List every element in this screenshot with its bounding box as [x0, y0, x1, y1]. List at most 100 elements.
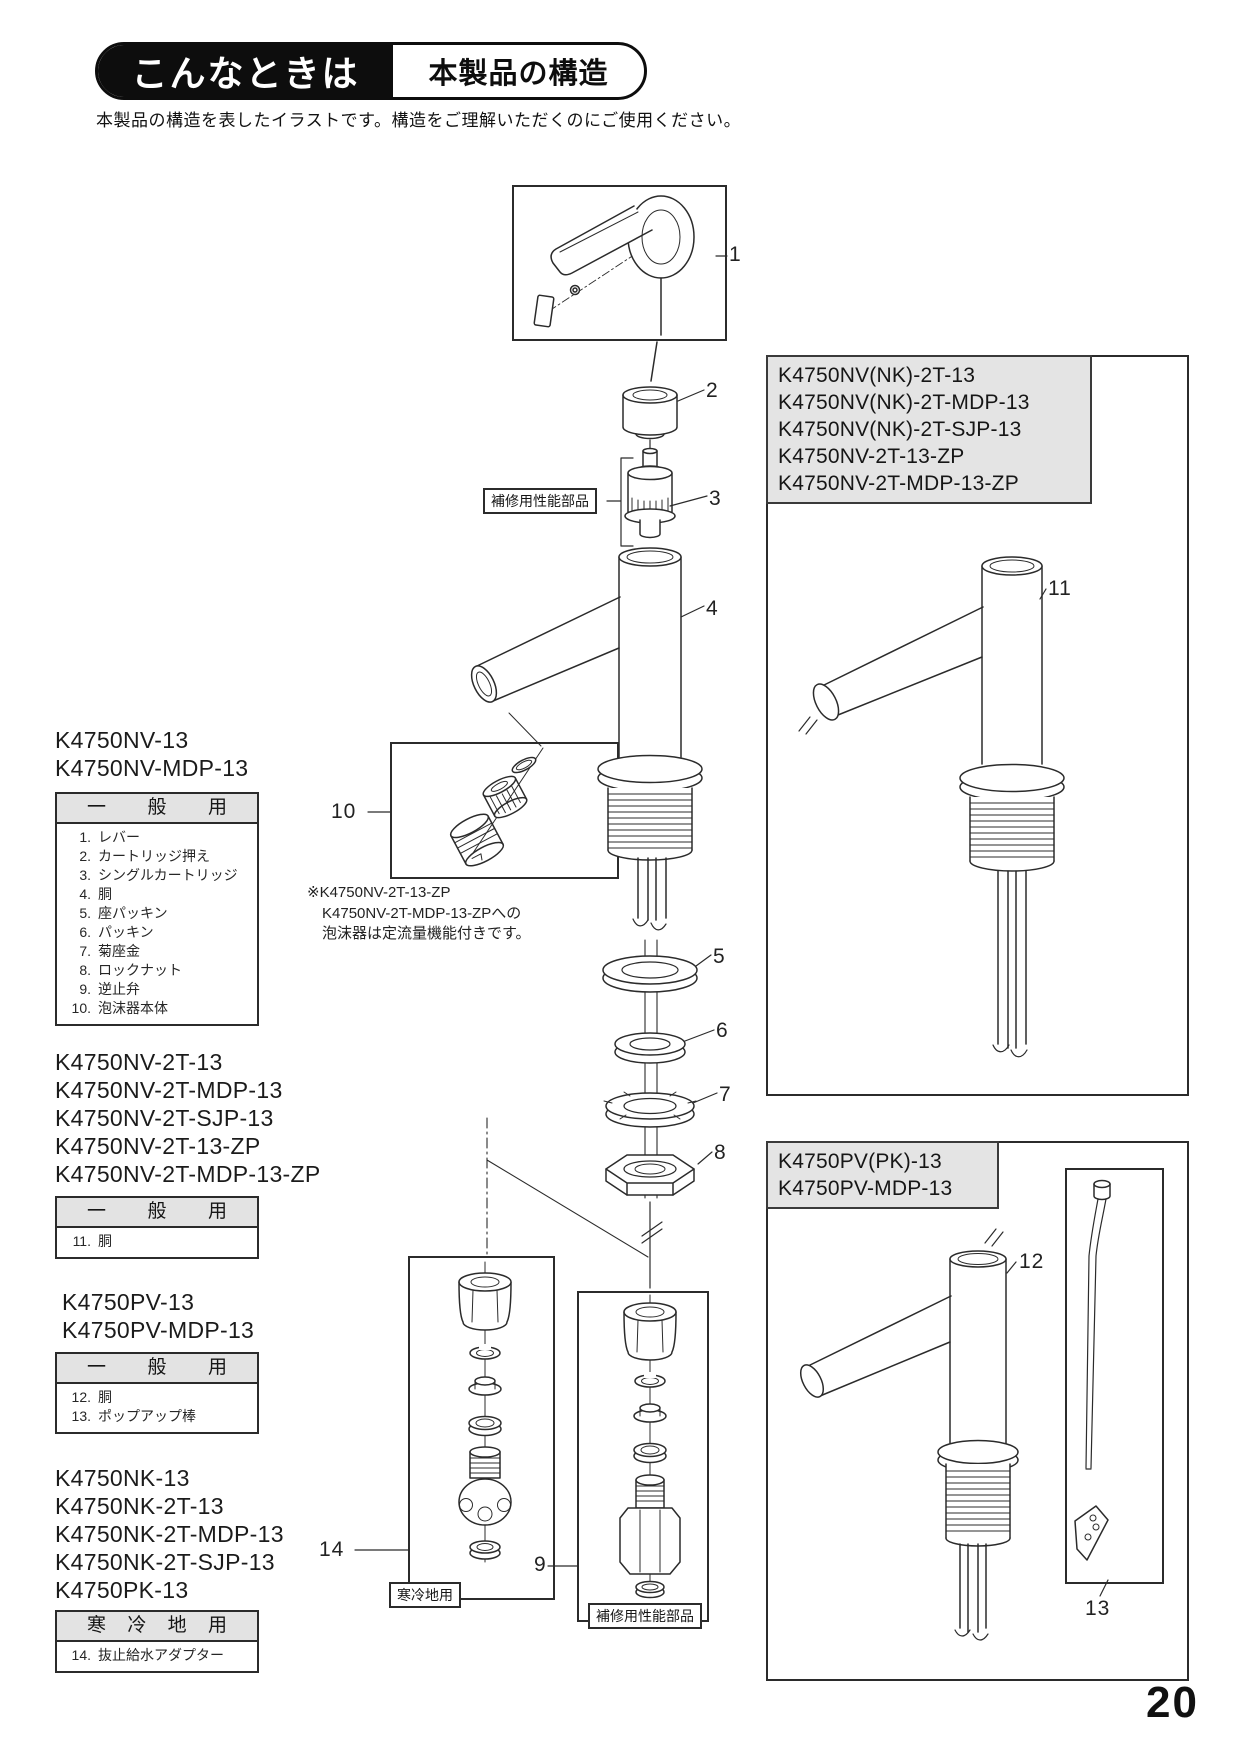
parts-table-cold: 寒冷地用 14.抜止給水アダプター [55, 1610, 259, 1673]
table-row: 12.胴 [71, 1389, 112, 1405]
model-group-nv: K4750NV-13 K4750NV-MDP-13 一般用 1.レバー 2.カー… [55, 726, 259, 1026]
part-3-cartridge-drawing [624, 447, 676, 539]
part-label-9: 9 [534, 1553, 547, 1576]
table-row: 4.胴 [79, 886, 112, 902]
model-number: K4750NV-2T-13-ZP [55, 1133, 261, 1159]
model-group-nv-2t: K4750NV-2T-13 K4750NV-2T-MDP-13 K4750NV-… [55, 1048, 320, 1259]
part-label-2: 2 [706, 379, 719, 402]
page-number: 20 [1146, 1678, 1199, 1727]
note-line: 泡沫器は定流量機能付きです。 [322, 925, 531, 942]
part-10-aerator-drawing [449, 712, 544, 867]
popup-rod-detail-box [1065, 1168, 1164, 1584]
section-header: こんなときは 本製品の構造 [95, 42, 647, 100]
part-label-10: 10 [331, 800, 357, 823]
model-number: K4750PV-13 [62, 1289, 195, 1315]
parts-table-header: 一般用 [57, 1198, 257, 1228]
part-1-lever-drawing [533, 195, 695, 382]
part-14-adapter-drawing [458, 1261, 512, 1563]
lever-detail-box [512, 185, 727, 341]
parts-table-header: 寒冷地用 [57, 1612, 257, 1642]
model-number: K4750PV-MDP-13 [62, 1317, 255, 1343]
model-heading: K4750PV-13 K4750PV-MDP-13 [62, 1288, 259, 1344]
table-row: 14.抜止給水アダプター [71, 1647, 224, 1663]
intro-text: 本製品の構造を表したイラストです。構造をご理解いただくのにご使用ください。 [96, 111, 742, 130]
model-number: K4750NV-2T-MDP-13-ZP [55, 1161, 321, 1187]
part-label-11: 11 [1048, 577, 1072, 600]
part-4-body-drawing [470, 547, 703, 931]
model-number: K4750NV(NK)-2T-SJP-13 [778, 418, 1022, 441]
table-row: 13.ポップアップ棒 [71, 1408, 196, 1424]
part-11-body-drawing [798, 479, 1065, 1058]
cold-region-label: 寒冷地用 [389, 1582, 461, 1608]
part-label-13: 13 [1085, 1597, 1111, 1620]
part-5-washer-drawing [602, 955, 698, 993]
detail-leader-diagonal [486, 1159, 649, 1258]
model-number: K4750NV-2T-13-ZP [778, 445, 965, 468]
repair-parts-label-bottom: 補修用性能部品 [588, 1603, 702, 1629]
label-leader-lines [354, 255, 1047, 1567]
part-6-washer-drawing [614, 1032, 686, 1064]
model-group-nk: K4750NK-13 K4750NK-2T-13 K4750NK-2T-MDP-… [55, 1464, 284, 1673]
table-row: 7.菊座金 [79, 943, 140, 959]
table-row: 8.ロックナット [79, 962, 182, 978]
part-2-cartridge-holder-drawing [622, 386, 678, 451]
model-number: K4750NK-2T-MDP-13 [55, 1521, 284, 1547]
model-number: K4750PK-13 [55, 1577, 189, 1603]
part-label-14: 14 [319, 1538, 345, 1561]
cold-region-parts-box [408, 1256, 555, 1600]
repair-parts-label-top: 補修用性能部品 [483, 488, 597, 514]
model-number: K4750NV-2T-13 [55, 1049, 223, 1075]
model-number: K4750NK-2T-SJP-13 [55, 1549, 275, 1575]
model-heading: K4750NV-13 K4750NV-MDP-13 [55, 726, 259, 782]
parts-table-general-1: 一般用 1.レバー 2.カートリッジ押え 3.シングルカートリッジ 4.胴 5.… [55, 792, 259, 1026]
panel-pv-model-list: K4750PV(PK)-13 K4750PV-MDP-13 [766, 1141, 999, 1209]
part-label-12: 12 [1019, 1250, 1045, 1273]
parts-table-general-3: 一般用 12.胴 13.ポップアップ棒 [55, 1352, 259, 1434]
part-label-3: 3 [709, 487, 722, 510]
model-number: K4750NK-2T-13 [55, 1493, 224, 1519]
part-12-body-drawing [799, 1228, 1019, 1641]
table-row: 1.レバー [79, 829, 140, 845]
note-line: ※K4750NV-2T-13-ZP [307, 884, 451, 901]
model-number: K4750NK-13 [55, 1465, 190, 1491]
parts-table-header: 一般用 [57, 794, 257, 824]
parts-table-header: 一般用 [57, 1354, 257, 1384]
table-row: 6.パッキン [79, 924, 154, 940]
part-label-8: 8 [714, 1141, 727, 1164]
table-row: 3.シングルカートリッジ [79, 867, 238, 883]
page-title: 本製品の構造 [428, 58, 609, 90]
part-13-popup-rod-drawing [1074, 1179, 1111, 1597]
model-number: K4750NV-2T-SJP-13 [55, 1105, 274, 1131]
table-row: 9.逆止弁 [79, 981, 140, 997]
model-number: K4750NV(NK)-2T-13 [778, 364, 976, 387]
part-label-7: 7 [719, 1083, 732, 1106]
header-badge: こんなときは [98, 45, 393, 97]
part-label-5: 5 [713, 945, 726, 968]
model-number: K4750NV-2T-MDP-13-ZP [778, 472, 1019, 495]
model-number: K4750NV-2T-MDP-13 [55, 1077, 283, 1103]
model-number: K4750NV-MDP-13 [55, 755, 249, 781]
model-heading: K4750NK-13 K4750NK-2T-13 K4750NK-2T-MDP-… [55, 1464, 284, 1604]
aerator-note: ※K4750NV-2T-13-ZP K4750NV-2T-MDP-13-ZPへの… [307, 883, 531, 945]
part-8-lock-nut-drawing [605, 1154, 695, 1196]
table-row: 10.泡沫器本体 [71, 1000, 168, 1016]
part-7-toothed-washer-drawing [603, 1091, 697, 1128]
panel-2t-model-list: K4750NV(NK)-2T-13 K4750NV(NK)-2T-MDP-13 … [766, 355, 1092, 504]
part-label-6: 6 [716, 1019, 729, 1042]
model-number: K4750NV-13 [55, 727, 189, 753]
part-label-4: 4 [706, 597, 719, 620]
model-group-pv: K4750PV-13 K4750PV-MDP-13 一般用 12.胴 13.ポッ… [55, 1288, 259, 1434]
model-number: K4750NV(NK)-2T-MDP-13 [778, 391, 1030, 414]
parts-table-general-2: 一般用 11.胴 [55, 1196, 259, 1259]
part-9-check-valve-drawing [619, 1294, 681, 1599]
model-number: K4750PV-MDP-13 [778, 1177, 953, 1200]
repair-parts-bracket [606, 457, 634, 547]
model-heading: K4750NV-2T-13 K4750NV-2T-MDP-13 K4750NV-… [55, 1048, 320, 1188]
note-line: K4750NV-2T-MDP-13-ZPへの [322, 904, 522, 922]
model-number: K4750PV(PK)-13 [778, 1150, 942, 1173]
table-row: 5.座パッキン [79, 905, 168, 921]
table-row: 11.胴 [72, 1233, 112, 1249]
table-row: 2.カートリッジ押え [79, 848, 210, 864]
